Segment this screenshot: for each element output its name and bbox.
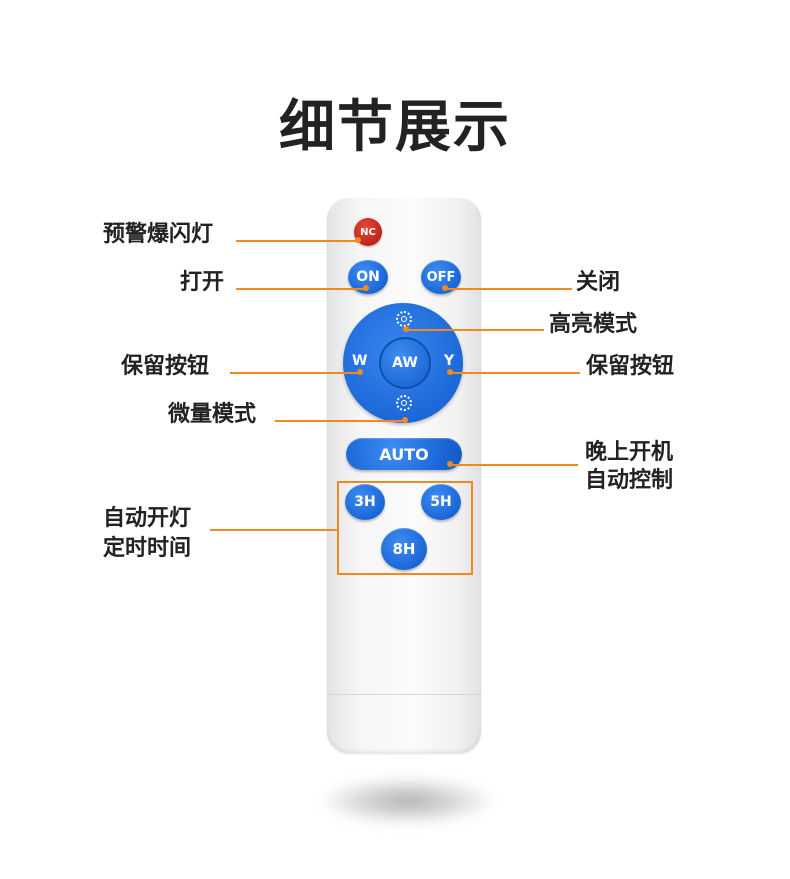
label-timer-line1: 自动开灯 (103, 506, 192, 531)
callout-line-reserved-right (450, 372, 580, 374)
off-button[interactable]: OFF (421, 260, 461, 294)
brightness-up-icon[interactable] (396, 311, 412, 327)
aw-button[interactable]: AW (379, 337, 431, 389)
callout-line-auto (450, 464, 578, 466)
page-title: 细节展示 (279, 95, 511, 160)
label-auto-line1: 晚上开机 (585, 440, 674, 465)
callout-dot (357, 369, 363, 375)
callout-line-timer (210, 529, 338, 531)
label-reserved-right: 保留按钮 (586, 354, 675, 379)
callout-line-dim (275, 420, 405, 422)
callout-line-on (236, 288, 366, 290)
brightness-down-icon[interactable] (396, 395, 412, 411)
remote-control-body (327, 198, 481, 753)
label-on: 打开 (180, 270, 225, 295)
y-button[interactable]: Y (444, 353, 455, 369)
callout-dot (403, 326, 409, 332)
callout-line-reserved-left (230, 372, 360, 374)
timer-3h-button[interactable]: 3H (345, 484, 385, 520)
label-dim-mode: 微量模式 (168, 402, 257, 427)
callout-line-high (406, 329, 544, 331)
callout-dot (447, 461, 453, 467)
timer-highlight-box (337, 481, 473, 575)
label-reserved-left: 保留按钮 (121, 354, 210, 379)
label-timer-line2: 定时时间 (103, 536, 192, 561)
label-off: 关闭 (576, 270, 621, 295)
callout-line-warning (236, 240, 358, 242)
remote-shadow (322, 778, 492, 824)
auto-button[interactable]: AUTO (346, 438, 462, 470)
callout-line-off (444, 288, 572, 290)
label-auto-line2: 自动控制 (585, 468, 674, 493)
w-button[interactable]: W (352, 353, 368, 369)
callout-dot (447, 369, 453, 375)
battery-cover-seam (327, 694, 481, 695)
callout-dot (355, 237, 361, 243)
timer-8h-button[interactable]: 8H (381, 528, 427, 570)
callout-dot (442, 285, 448, 291)
label-high-brightness: 高亮模式 (549, 312, 638, 337)
timer-5h-button[interactable]: 5H (421, 484, 461, 520)
callout-dot (363, 285, 369, 291)
label-warning-light: 预警爆闪灯 (103, 222, 214, 247)
callout-dot (402, 417, 408, 423)
